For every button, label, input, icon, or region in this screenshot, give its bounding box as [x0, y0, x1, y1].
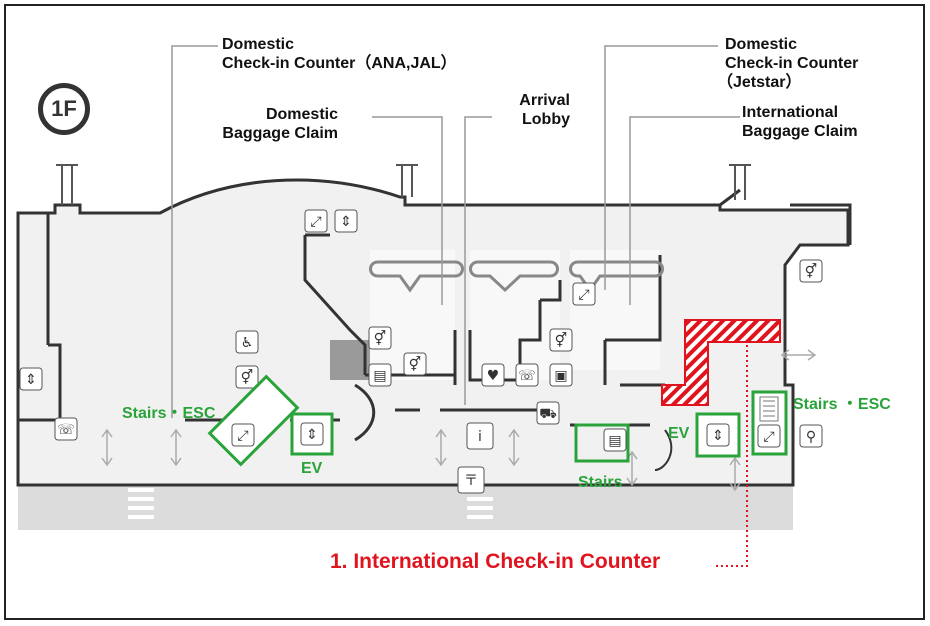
- svg-text:⇕: ⇕: [340, 214, 352, 230]
- leader-lines: [171, 45, 740, 418]
- restroom-icon: ⚥: [235, 365, 259, 389]
- restroom-icon: ⚥: [403, 352, 427, 376]
- svg-text:☏: ☏: [57, 422, 75, 438]
- escalator-icon: ⤢: [572, 282, 596, 306]
- crosswalk-left: [128, 488, 154, 519]
- restroom-icon: ⚥: [549, 328, 573, 352]
- svg-text:♥: ♥: [487, 368, 500, 384]
- atm-icon: ▤: [603, 428, 627, 452]
- luggage-icon: ▣: [549, 363, 573, 387]
- elevator-icon: ⇕: [300, 422, 324, 446]
- svg-text:⇕: ⇕: [306, 427, 318, 443]
- heart-icon: ♥: [481, 363, 505, 387]
- stairs-icon: [759, 396, 779, 422]
- svg-text:⚥: ⚥: [241, 369, 254, 386]
- svg-text:▤: ▤: [608, 433, 621, 449]
- svg-text:♿: ♿: [241, 335, 254, 351]
- label-line: Arrival: [519, 92, 570, 109]
- label-line: （Jetstar）: [717, 74, 802, 91]
- ev-left-label: EV: [301, 460, 323, 477]
- taxi-icon: ⛟: [536, 401, 560, 425]
- stairs-esc-left-label: Stairs・ESC: [122, 405, 216, 422]
- jetstar-checkin-label: Domestic Check-in Counter （Jetstar）: [717, 35, 859, 92]
- elevator-icon: ⇕: [706, 423, 730, 447]
- svg-text:⚲: ⚲: [806, 429, 816, 445]
- svg-text:⚥: ⚥: [555, 332, 568, 349]
- svg-text:⚥: ⚥: [409, 356, 422, 373]
- domestic-baggage-label: Domestic Baggage Claim: [205, 105, 338, 143]
- atm-icon: ▤: [368, 363, 392, 387]
- elevator-icon: ⇕: [334, 209, 358, 233]
- crosswalk-center: [467, 497, 493, 519]
- post-office-icon: 〒: [457, 466, 485, 494]
- svg-text:▣: ▣: [554, 368, 567, 384]
- phone-icon: ☏: [54, 417, 78, 441]
- info-icon: i: [466, 422, 494, 450]
- label-line: Domestic: [725, 36, 798, 53]
- checkin-pointer-line: [716, 345, 748, 567]
- domestic-checkin-label: Domestic Check-in Counter（ANA,JAL）: [222, 35, 457, 73]
- label-line: Domestic: [265, 106, 338, 123]
- floor-indicator: 1F: [38, 83, 90, 135]
- svg-text:⛟: ⛟: [539, 406, 557, 422]
- label-line: International: [742, 104, 839, 121]
- svg-text:〒: 〒: [464, 473, 478, 489]
- bicycle-icon: ⚲: [799, 424, 823, 448]
- phone-icon: ☏: [515, 363, 539, 387]
- svg-text:⤢: ⤢: [310, 214, 321, 230]
- label-line: Lobby: [522, 111, 570, 128]
- svg-text:⚥: ⚥: [805, 263, 818, 280]
- label-line: Domestic: [222, 36, 295, 53]
- arrival-lobby-label: Arrival Lobby: [490, 91, 570, 129]
- svg-text:⇕: ⇕: [25, 372, 37, 388]
- svg-text:⤢: ⤢: [237, 428, 248, 444]
- svg-text:⤢: ⤢: [763, 429, 774, 445]
- elevator-icon: ⇕: [19, 367, 43, 391]
- escalator-icon: ⤢: [304, 209, 328, 233]
- svg-text:⚥: ⚥: [374, 330, 387, 347]
- international-checkin-title: 1. International Check-in Counter: [330, 550, 661, 573]
- svg-text:⇕: ⇕: [712, 428, 724, 444]
- label-line: Check-in Counter（ANA,JAL）: [222, 55, 457, 72]
- ev-right-label: EV: [668, 425, 690, 442]
- entrance-arrows: [101, 349, 817, 492]
- label-line: Baggage Claim: [222, 125, 338, 142]
- escalator-icon: ⤢: [231, 423, 255, 447]
- restroom-icon: ⚥: [368, 326, 392, 350]
- baggage-carousels: [369, 260, 664, 293]
- escalator-icon: ⤢: [757, 424, 781, 448]
- international-baggage-label: International Baggage Claim: [742, 103, 858, 141]
- restroom-icon: ⚥: [799, 259, 823, 283]
- svg-text:☏: ☏: [518, 368, 536, 384]
- svg-text:i: i: [478, 429, 482, 445]
- label-line: Check-in Counter: [725, 55, 859, 72]
- label-line: Baggage Claim: [742, 123, 858, 140]
- wheelchair-icon: ♿: [235, 330, 259, 354]
- svg-text:⤢: ⤢: [578, 287, 589, 303]
- stairs-esc-right-label: Stairs ・ESC: [793, 396, 891, 413]
- svg-text:▤: ▤: [373, 368, 386, 384]
- stairs-center-label: Stairs: [578, 474, 623, 491]
- international-checkin-area: [661, 319, 781, 406]
